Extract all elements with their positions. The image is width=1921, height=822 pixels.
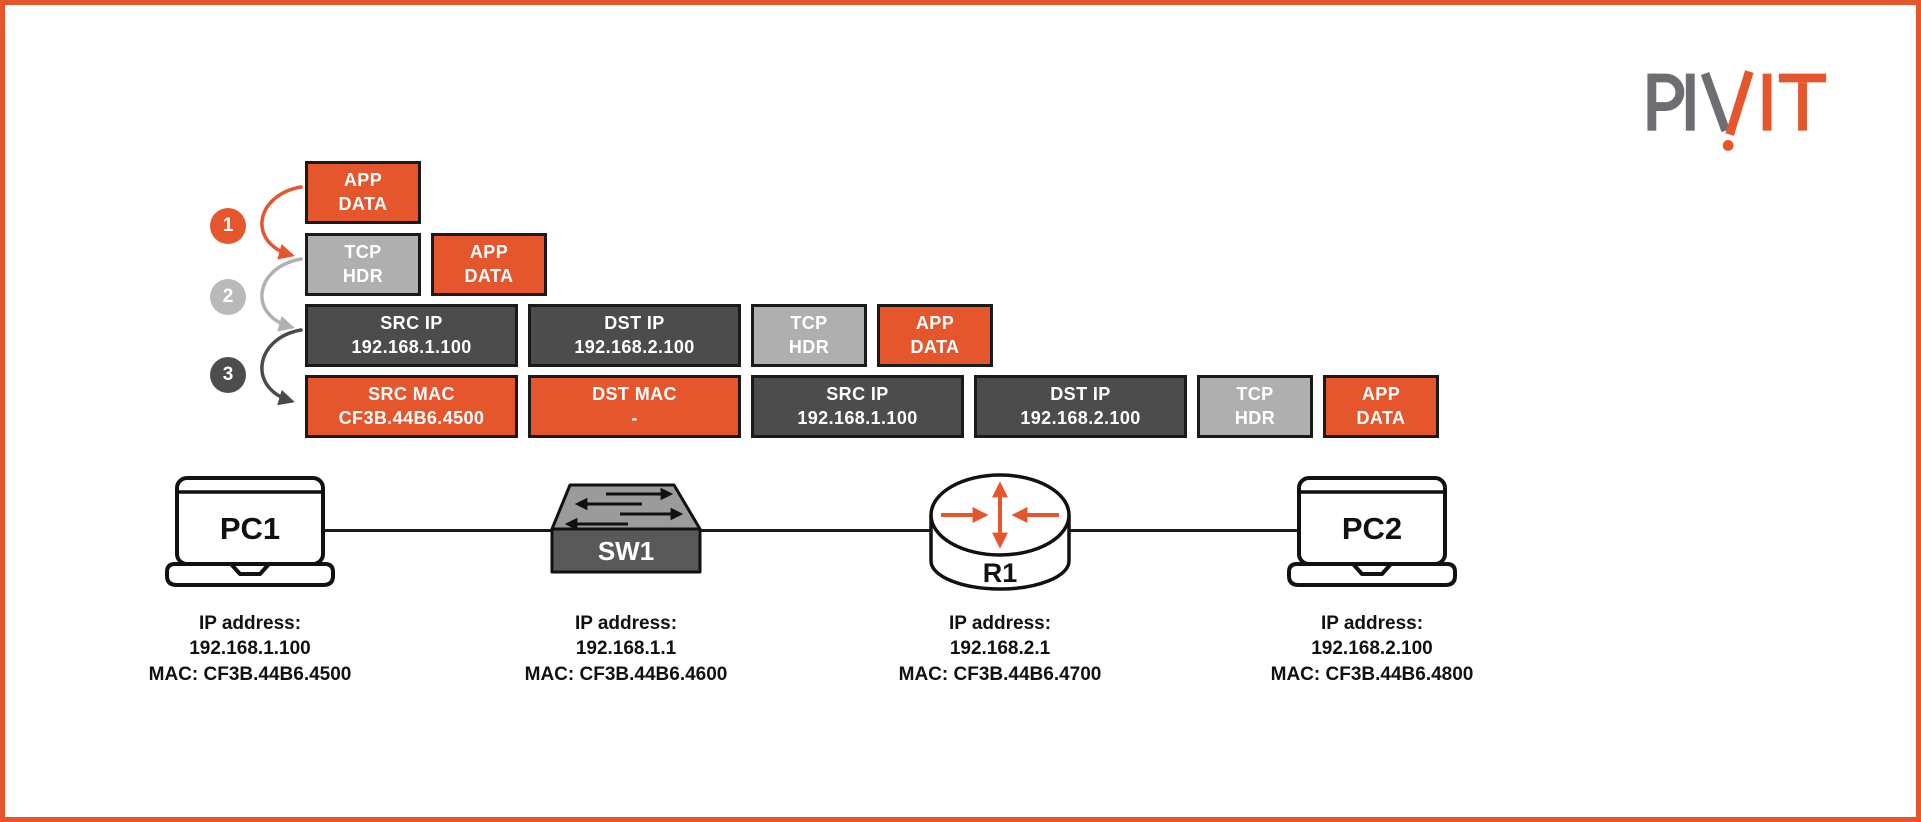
enc-box-line: APP <box>1361 383 1401 404</box>
enc-box-line: TCP <box>1236 383 1274 404</box>
app-data-box: APP DATA <box>1323 375 1439 438</box>
pivit-logo <box>1647 70 1827 151</box>
laptop-icon: PC1 <box>165 476 335 587</box>
device-info-line: IP address: <box>198 613 302 634</box>
enc-box-line: 192.168.1.100 <box>797 407 918 428</box>
network-link-line <box>250 529 1372 532</box>
device-name: PC1 <box>220 511 280 546</box>
logo-dot <box>1722 140 1734 151</box>
src-ip-192-168-1-100-box: SRC IP 192.168.1.100 <box>305 304 518 367</box>
device-info-line: IP address: <box>574 613 678 634</box>
enc-box-line: SRC MAC <box>368 383 455 404</box>
device-info: IP address: 192.168.2.100 MAC: CF3B.44B6… <box>1247 611 1497 687</box>
enc-box-line: - <box>631 407 638 428</box>
step2-arrow <box>260 257 303 332</box>
device-info-line: IP address: <box>948 613 1052 634</box>
app-data-box: APP DATA <box>305 161 421 224</box>
device-r1: R1 IP address: 192.168.2.1 MAC: CF3B.44B… <box>875 473 1125 688</box>
enc-box-line: TCP <box>344 241 382 262</box>
dst-mac-box: DST MAC - <box>528 375 741 438</box>
device-info: IP address: 192.168.1.100 MAC: CF3B.44B6… <box>125 611 375 687</box>
device-info-line: MAC: CF3B.44B6.4700 <box>898 663 1102 685</box>
switch-arrows <box>564 487 684 531</box>
device-info-line: 192.168.1.100 <box>189 638 311 660</box>
enc-box-line: DST IP <box>604 312 665 333</box>
src-mac-cf3b-44b6-4500-box: SRC MAC CF3B.44B6.4500 <box>305 375 518 438</box>
device-sw1: SW1 IP address: 192.168.1.1 MAC: CF3B.44… <box>501 473 751 688</box>
step-badge-3: 3 <box>210 357 246 393</box>
device-info-line: IP address: <box>1320 613 1424 634</box>
app-data-box: APP DATA <box>877 304 993 367</box>
device-info-line: MAC: CF3B.44B6.4800 <box>1270 663 1474 685</box>
logo-letters-orange <box>1725 70 1827 136</box>
enc-box-line: TCP <box>790 312 828 333</box>
enc-box-line: DATA <box>464 265 514 286</box>
enc-box-line: APP <box>469 241 509 262</box>
device-name: PC2 <box>1342 511 1402 546</box>
device-info-line: 192.168.2.100 <box>1311 638 1433 660</box>
step-badge-1: 1 <box>210 208 246 244</box>
dst-ip-192-168-2-100-box: DST IP 192.168.2.100 <box>974 375 1187 438</box>
tcp-hdr-box: TCP HDR <box>305 233 421 296</box>
encapsulation-row-2: TCP HDR APP DATA <box>305 233 547 296</box>
enc-box-line: SRC IP <box>826 383 889 404</box>
enc-box-line: HDR <box>788 336 830 357</box>
enc-box-line: DATA <box>910 336 960 357</box>
enc-box-line: CF3B.44B6.4500 <box>338 407 485 428</box>
enc-box-line: HDR <box>342 265 384 286</box>
device-info: IP address: 192.168.1.1 MAC: CF3B.44B6.4… <box>501 611 751 687</box>
enc-box-line: SRC IP <box>380 312 443 333</box>
enc-box-line: DATA <box>1356 407 1406 428</box>
logo-letters-gray <box>1647 72 1730 133</box>
router-icon: R1 <box>929 473 1071 591</box>
device-name: R1 <box>983 558 1018 588</box>
switch-icon: SW1 <box>550 483 702 574</box>
app-data-box: APP DATA <box>431 233 547 296</box>
encapsulation-row-4: SRC MAC CF3B.44B6.4500 DST MAC - SRC IP 192.1… <box>305 375 1439 438</box>
enc-box-line: HDR <box>1234 407 1276 428</box>
step1-arrow <box>260 185 303 260</box>
step3-arrow <box>260 328 303 406</box>
device-info-line: MAC: CF3B.44B6.4600 <box>524 663 728 685</box>
encapsulation-row-1: APP DATA <box>305 161 421 224</box>
enc-box-line: APP <box>343 169 383 190</box>
enc-box-line: 192.168.2.100 <box>574 336 695 357</box>
laptop-icon: PC2 <box>1287 476 1457 587</box>
enc-box-line: DST IP <box>1050 383 1111 404</box>
src-ip-192-168-1-100-box: SRC IP 192.168.1.100 <box>751 375 964 438</box>
device-pc1: PC1 IP address: 192.168.1.100 MAC: CF3B.… <box>125 473 375 688</box>
device-info-line: 192.168.1.1 <box>575 638 677 660</box>
step-badge-2: 2 <box>210 279 246 315</box>
enc-box-line: 192.168.1.100 <box>351 336 472 357</box>
tcp-hdr-box: TCP HDR <box>1197 375 1313 438</box>
enc-box-line: DATA <box>338 193 388 214</box>
dst-ip-192-168-2-100-box: DST IP 192.168.2.100 <box>528 304 741 367</box>
device-info: IP address: 192.168.2.1 MAC: CF3B.44B6.4… <box>875 611 1125 687</box>
device-pc2: PC2 IP address: 192.168.2.100 MAC: CF3B.… <box>1247 473 1497 688</box>
device-info-line: MAC: CF3B.44B6.4500 <box>148 663 352 685</box>
tcp-hdr-box: TCP HDR <box>751 304 867 367</box>
enc-box-line: 192.168.2.100 <box>1020 407 1141 428</box>
device-info-line: 192.168.2.1 <box>949 638 1051 660</box>
enc-box-line: DST MAC <box>592 383 677 404</box>
device-name: SW1 <box>598 536 654 566</box>
encapsulation-row-3: SRC IP 192.168.1.100 DST IP 192.168.2.100 TC… <box>305 304 993 367</box>
router-arrows <box>941 481 1059 549</box>
enc-box-line: APP <box>915 312 955 333</box>
